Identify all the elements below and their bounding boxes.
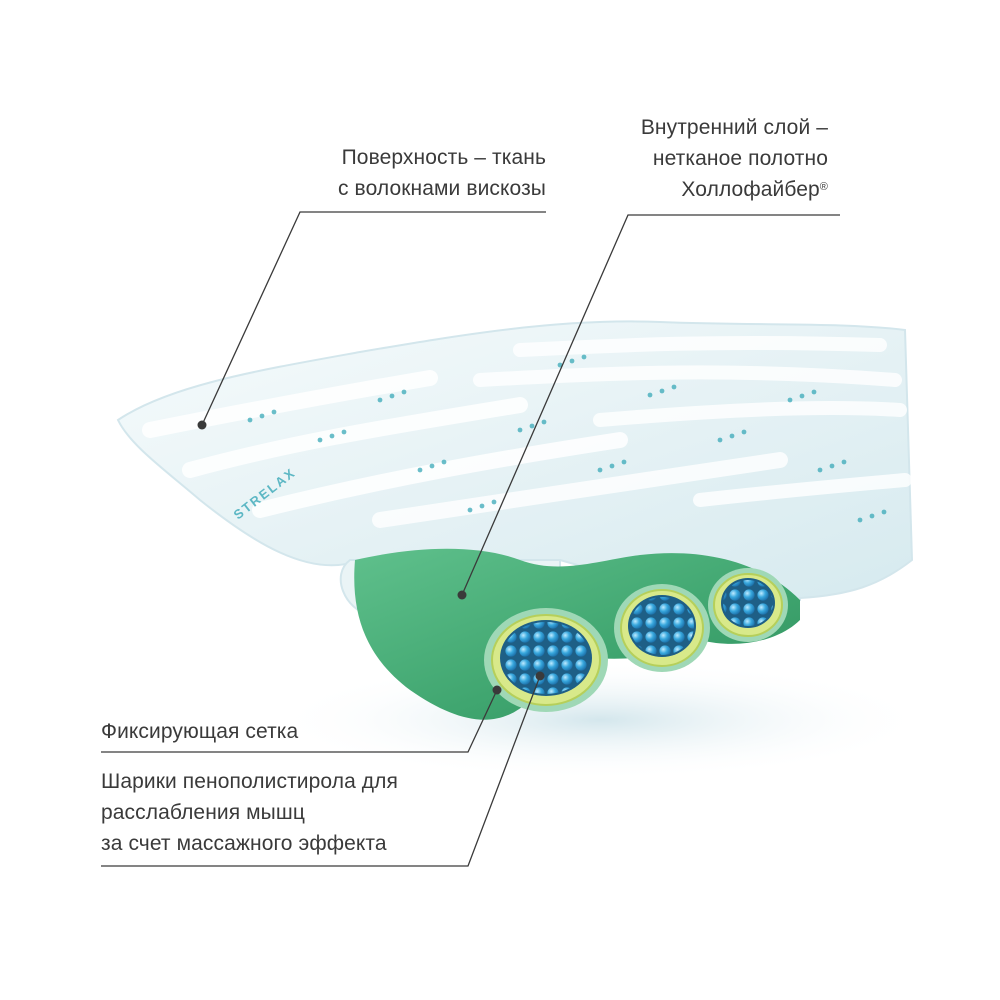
- label-fixing-mesh: Фиксирующая сетка: [101, 716, 298, 747]
- label-surface-line-2: с волокнами вискозы: [338, 177, 546, 200]
- label-inner-layer: Внутренний слой – нетканое полотно Холло…: [580, 112, 828, 205]
- label-inner-line-1: Внутренний слой –: [640, 116, 828, 139]
- mattress-fabric: STRELAX: [116, 320, 914, 617]
- label-surface-line-1: Поверхность – ткань: [341, 146, 546, 169]
- bead-tube-small: [708, 568, 788, 642]
- label-surface-fabric: Поверхность – ткань с волокнами вискозы: [300, 142, 546, 204]
- leader-beads: [101, 671, 545, 867]
- label-beads-line-3: за счет массажного эффекта: [101, 832, 387, 855]
- leader-mesh: [101, 685, 502, 753]
- leader-inner-layer: [457, 214, 840, 600]
- leader-surface: [197, 211, 546, 430]
- label-inner-line-2: нетканое полотно: [652, 147, 828, 170]
- label-inner-line-3-text: Холлофайбер: [681, 178, 820, 201]
- label-beads-line-1: Шарики пенополистирола для: [101, 770, 398, 793]
- label-beads-line-2: расслабления мышц: [101, 801, 305, 824]
- label-mesh-line-1: Фиксирующая сетка: [101, 720, 299, 743]
- bead-tube-large: [484, 608, 608, 712]
- label-polystyrene-beads: Шарики пенополистирола для расслабления …: [101, 766, 398, 859]
- leader-lines: [101, 211, 840, 867]
- bead-tube-middle: [614, 584, 710, 672]
- label-inner-line-3: Холлофайбер®: [580, 174, 828, 205]
- registered-trademark: ®: [819, 181, 828, 193]
